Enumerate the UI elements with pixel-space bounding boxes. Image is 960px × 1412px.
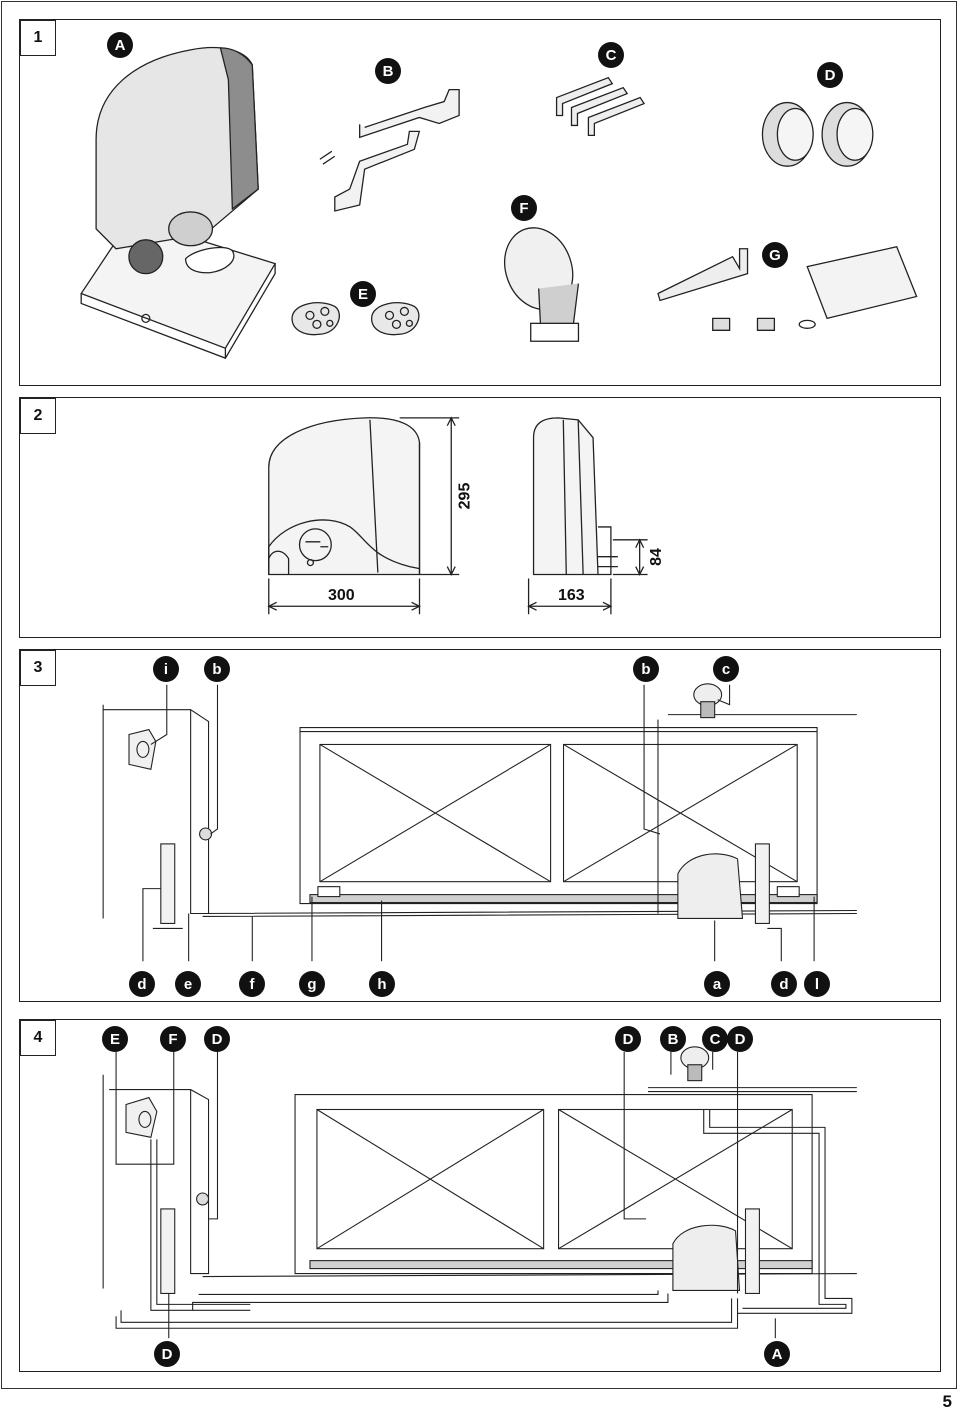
callout-label: D	[615, 1026, 641, 1052]
figure-number: 3	[20, 650, 56, 686]
figure-4-drawing	[102, 1046, 857, 1339]
figure-1-drawing	[80, 46, 918, 360]
callout-label: G	[762, 242, 788, 268]
callout-label: b	[204, 656, 230, 682]
callout-label: h	[369, 971, 395, 997]
dimension-base: 84	[647, 548, 665, 566]
callout-label: A	[764, 1341, 790, 1367]
callout-label: g	[299, 971, 325, 997]
figure-number: 4	[20, 1020, 56, 1056]
page-number: 5	[942, 1392, 952, 1411]
callout-label: F	[511, 195, 537, 221]
dimension-height: 295	[456, 482, 474, 510]
dimension-depth: 163	[558, 587, 585, 604]
callout-label: A	[107, 32, 133, 58]
callout-label: C	[598, 42, 624, 68]
callout-label: B	[660, 1026, 686, 1052]
callout-label: C	[702, 1026, 728, 1052]
callout-label: c	[713, 656, 739, 682]
callout-label: d	[771, 971, 797, 997]
callout-label: l	[804, 971, 830, 997]
figure-1-panel: 1 A B C D E F G	[19, 19, 941, 386]
figure-4-panel: 4 E F D D B C D D A	[19, 1019, 941, 1372]
callout-label: D	[817, 62, 843, 88]
dimension-width: 300	[328, 587, 355, 604]
figure-number: 2	[20, 398, 56, 434]
figure-3-drawing	[102, 683, 857, 962]
callout-label: E	[102, 1026, 128, 1052]
callout-label: D	[204, 1026, 230, 1052]
callout-label: d	[129, 971, 155, 997]
figure-number: 1	[20, 20, 56, 56]
page-frame	[1, 1, 957, 1389]
figure-2-drawing	[267, 416, 648, 615]
figure-2-panel: 2 295 300 163 84	[19, 397, 941, 638]
callout-label: D	[154, 1341, 180, 1367]
callout-label: a	[704, 971, 730, 997]
figure-3-panel: 3 i b b c d e f g h a d l	[19, 649, 941, 1002]
callout-label: D	[727, 1026, 753, 1052]
callout-label: f	[239, 971, 265, 997]
callout-label: i	[153, 656, 179, 682]
callout-label: E	[350, 281, 376, 307]
callout-label: B	[375, 58, 401, 84]
callout-label: F	[160, 1026, 186, 1052]
callout-label: b	[633, 656, 659, 682]
callout-label: e	[175, 971, 201, 997]
